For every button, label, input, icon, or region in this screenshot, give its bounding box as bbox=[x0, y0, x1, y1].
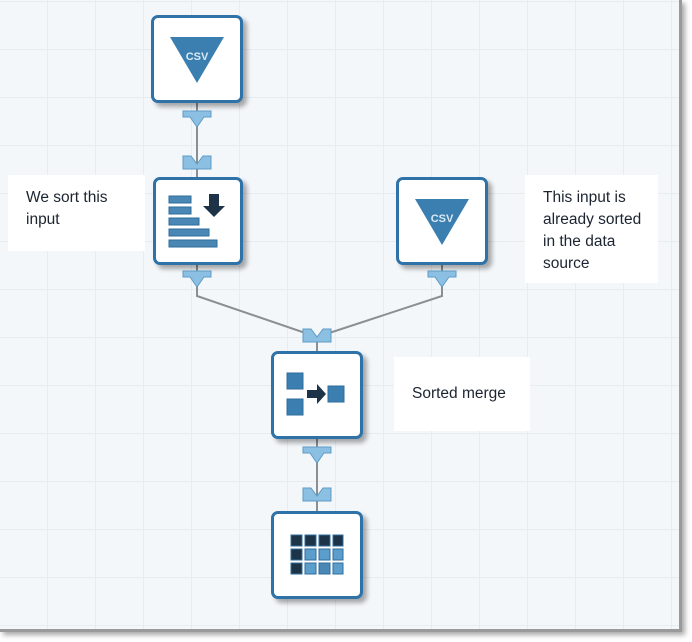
sort-bars-arrow-icon bbox=[168, 194, 225, 248]
output-table-node[interactable] bbox=[271, 511, 363, 599]
output-port-merge-node[interactable] bbox=[302, 446, 332, 464]
merge-node[interactable] bbox=[271, 351, 363, 439]
output-port-sort-node[interactable] bbox=[182, 270, 212, 288]
data-grid-icon bbox=[290, 534, 344, 575]
output-port-csv-source-top[interactable] bbox=[182, 110, 212, 128]
csv-source-node[interactable]: CSV bbox=[396, 177, 488, 265]
csv-funnel-icon: CSV bbox=[170, 37, 224, 83]
csv-funnel-icon: CSV bbox=[415, 199, 469, 245]
annotation-sorted-merge[interactable]: Sorted merge bbox=[394, 357, 530, 431]
csv-source-node[interactable]: CSV bbox=[151, 15, 243, 103]
input-port-output-node[interactable] bbox=[302, 485, 332, 503]
output-port-csv-source-right[interactable] bbox=[427, 270, 457, 288]
sort-node[interactable] bbox=[153, 177, 243, 265]
merge-arrow-icon bbox=[286, 372, 345, 416]
annotation-already-sorted[interactable]: This input is already sorted in the data… bbox=[525, 175, 658, 283]
annotation-we-sort-this-input[interactable]: We sort this input bbox=[8, 175, 145, 251]
input-port-sort-node[interactable] bbox=[182, 153, 212, 171]
svg-text:CSV: CSV bbox=[431, 213, 454, 225]
svg-text:CSV: CSV bbox=[186, 51, 209, 63]
input-port-merge-node[interactable] bbox=[302, 326, 332, 344]
